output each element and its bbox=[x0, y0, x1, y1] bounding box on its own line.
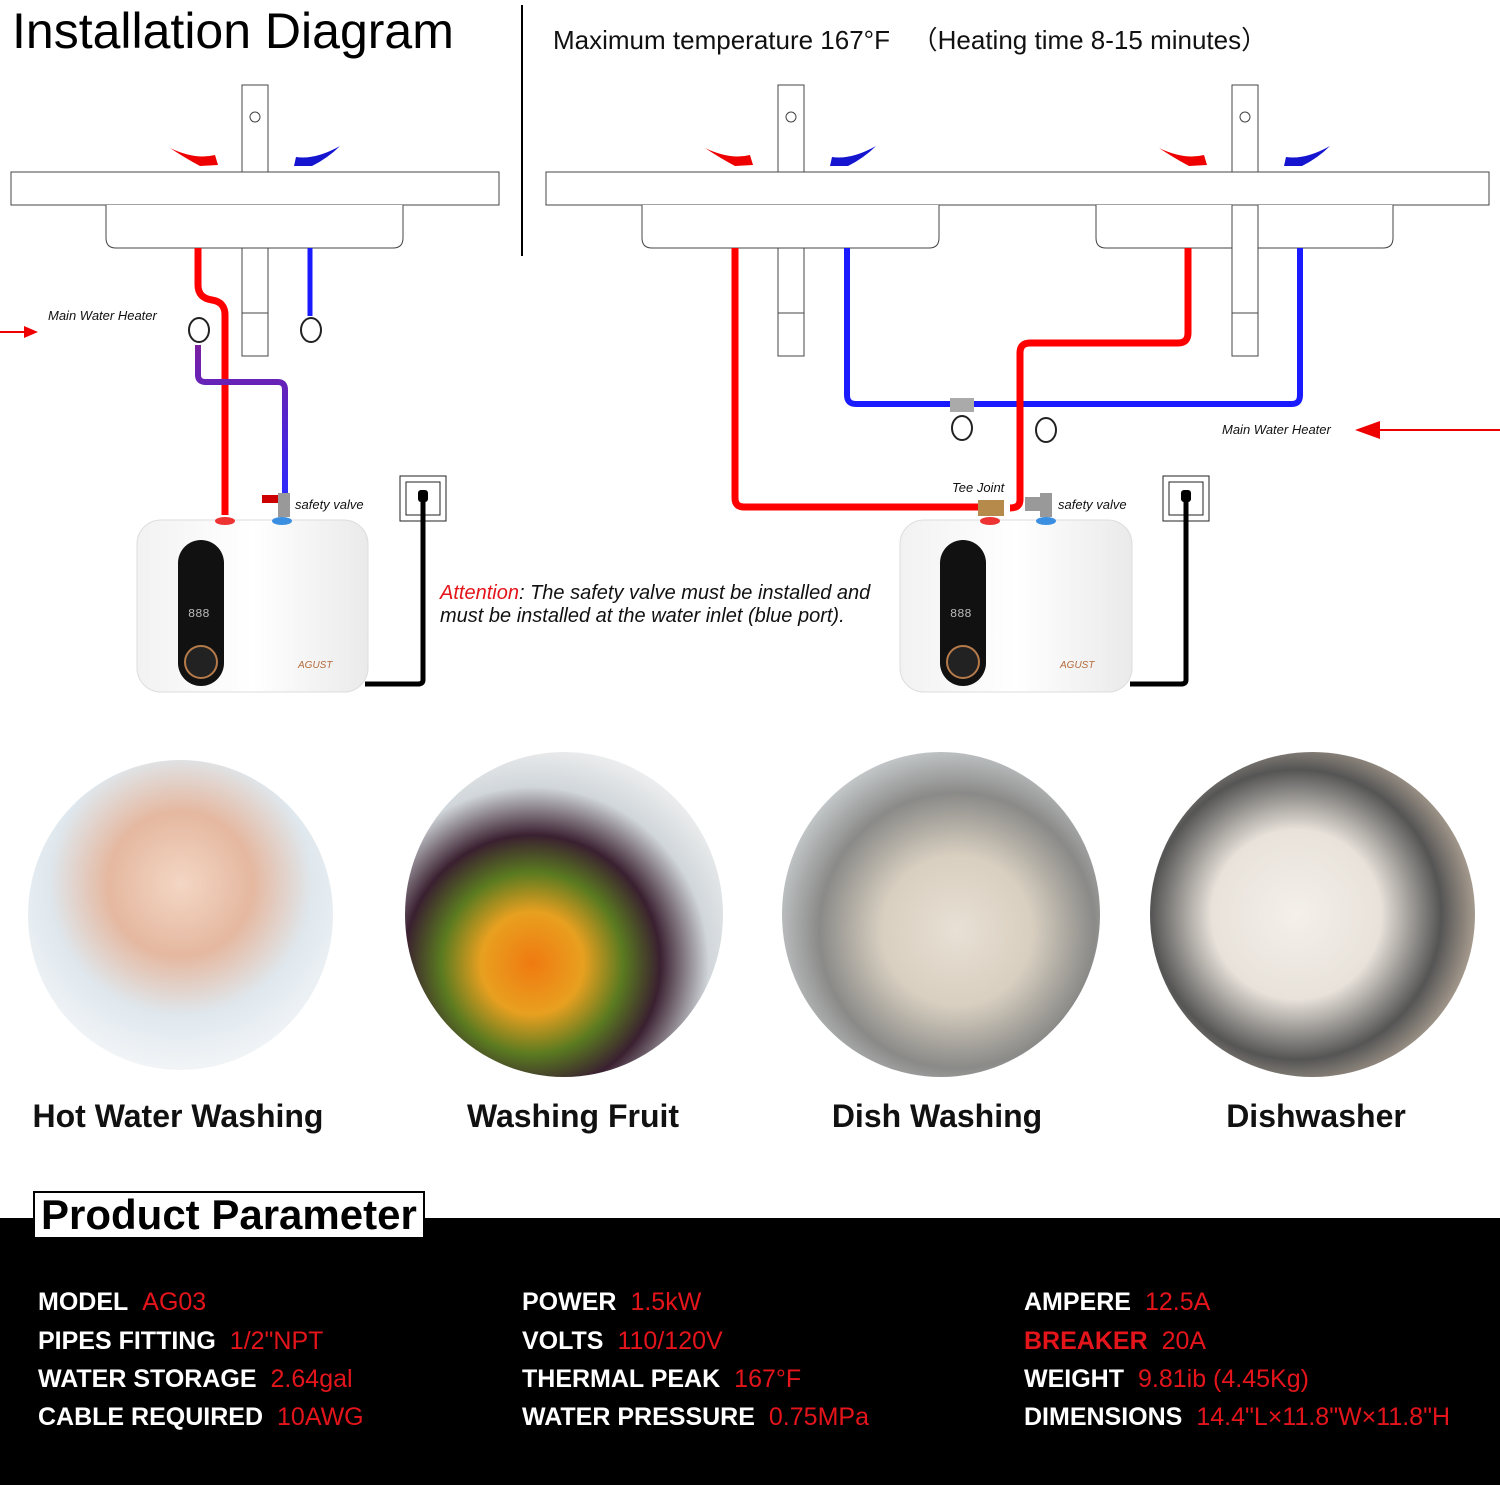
parameter-value: 12.5A bbox=[1144, 1288, 1211, 1316]
tee-joint-label: Tee Joint bbox=[952, 480, 1005, 495]
subtitle: Maximum temperature 167°F （Heating time … bbox=[553, 25, 1268, 55]
parameter-key: PIPES FITTING bbox=[38, 1327, 216, 1355]
page-title: Installation Diagram bbox=[12, 3, 454, 59]
parameter-value: 1.5kW bbox=[630, 1288, 702, 1316]
parameter-row: BREAKER 20A bbox=[1024, 1327, 1206, 1356]
parameter-value: AG03 bbox=[142, 1288, 207, 1316]
attention-text: : The safety valve must be installed and… bbox=[440, 582, 871, 627]
parameter-row: AMPERE 12.5A bbox=[1024, 1288, 1210, 1317]
water-heater-right: 888 AGUST bbox=[899, 517, 1133, 693]
parameter-value: 0.75MPa bbox=[768, 1403, 869, 1431]
parameter-key: WATER STORAGE bbox=[38, 1365, 257, 1393]
cold-water-pipe-right bbox=[844, 248, 1303, 407]
svg-text:AGUST: AGUST bbox=[1059, 660, 1095, 671]
parameter-row: DIMENSIONS 14.4"L×11.8"W×11.8"H bbox=[1024, 1403, 1450, 1432]
parameter-value: 110/120V bbox=[617, 1327, 723, 1355]
inlet-pipe bbox=[195, 345, 288, 500]
attention-label: Attention bbox=[440, 582, 519, 604]
parameter-value: 167°F bbox=[734, 1365, 802, 1393]
shutoff-valve-icon bbox=[300, 317, 322, 343]
safety-valve-icon bbox=[262, 495, 280, 503]
parameter-value: 20A bbox=[1161, 1327, 1207, 1355]
left-sink bbox=[10, 84, 500, 357]
parameter-key: DIMENSIONS bbox=[1024, 1403, 1183, 1431]
dishwasher-photo bbox=[1150, 752, 1475, 1077]
parameter-title: Product Parameter bbox=[33, 1191, 425, 1239]
parameter-value: 2.64gal bbox=[270, 1365, 353, 1393]
parameter-row: VOLTS 110/120V bbox=[522, 1327, 723, 1356]
use-label-washing-fruit: Washing Fruit bbox=[466, 1098, 680, 1134]
hot-water-pipe-right bbox=[731, 248, 1000, 511]
safety-valve-label: safety valve bbox=[295, 497, 364, 512]
parameter-row: POWER 1.5kW bbox=[522, 1288, 701, 1317]
parameter-row: WATER PRESSURE 0.75MPa bbox=[522, 1403, 869, 1432]
parameter-key: POWER bbox=[522, 1288, 617, 1316]
installation-diagram: 888 AGUST bbox=[0, 5, 1500, 693]
power-socket-left bbox=[365, 475, 447, 687]
parameter-row: PIPES FITTING 1/2"NPT bbox=[38, 1327, 323, 1356]
parameter-key: VOLTS bbox=[522, 1327, 604, 1355]
main-water-heater-label-right: Main Water Heater bbox=[1222, 422, 1331, 437]
parameter-value: 10AWG bbox=[277, 1403, 364, 1431]
parameter-key: AMPERE bbox=[1024, 1288, 1131, 1316]
parameter-band bbox=[0, 1218, 1500, 1485]
main-water-heater-label: Main Water Heater bbox=[48, 308, 157, 323]
parameter-key: WATER PRESSURE bbox=[522, 1403, 755, 1431]
dish-washing-photo bbox=[782, 752, 1100, 1077]
parameter-value: 9.81ib (4.45Kg) bbox=[1138, 1365, 1309, 1393]
hot-water-washing-photo bbox=[28, 760, 333, 1070]
parameter-value: 1/2"NPT bbox=[229, 1327, 324, 1355]
brand-logo: AGUST bbox=[297, 660, 333, 671]
use-label-hot-water-washing: Hot Water Washing bbox=[32, 1098, 324, 1134]
use-label-dishwasher: Dishwasher bbox=[1226, 1098, 1406, 1134]
parameter-key: MODEL bbox=[38, 1288, 129, 1316]
power-socket-right bbox=[1130, 475, 1210, 687]
parameter-row: MODEL AG03 bbox=[38, 1288, 206, 1317]
inlet-valve-icon bbox=[188, 317, 210, 343]
svg-text:888: 888 bbox=[950, 607, 972, 621]
attention-note: Attention: The safety valve must be inst… bbox=[440, 582, 900, 628]
parameter-row: WEIGHT 9.81ib (4.45Kg) bbox=[1024, 1365, 1309, 1394]
washing-fruit-photo bbox=[405, 752, 723, 1077]
tee-valve-icon bbox=[950, 398, 974, 412]
water-heater-left: 888 AGUST bbox=[136, 517, 369, 693]
tee-joint-icon bbox=[978, 500, 1004, 516]
parameter-key: THERMAL PEAK bbox=[522, 1365, 721, 1393]
safety-valve-label-right: safety valve bbox=[1058, 497, 1127, 512]
parameter-key: BREAKER bbox=[1024, 1327, 1148, 1355]
inlet-valve-icon bbox=[1035, 417, 1057, 443]
parameter-row: WATER STORAGE 2.64gal bbox=[38, 1365, 353, 1394]
hot-water-pipe bbox=[194, 248, 229, 515]
parameter-row: THERMAL PEAK 167°F bbox=[522, 1365, 801, 1394]
parameter-key: WEIGHT bbox=[1024, 1365, 1124, 1393]
parameter-key: CABLE REQUIRED bbox=[38, 1403, 264, 1431]
parameter-row: CABLE REQUIRED 10AWG bbox=[38, 1403, 364, 1432]
safety-valve-icon bbox=[1025, 497, 1041, 511]
parameter-value: 14.4"L×11.8"W×11.8"H bbox=[1196, 1403, 1450, 1431]
right-sink bbox=[545, 84, 1490, 357]
heater-display: 888 bbox=[188, 607, 210, 621]
use-label-dish-washing: Dish Washing bbox=[831, 1098, 1043, 1134]
